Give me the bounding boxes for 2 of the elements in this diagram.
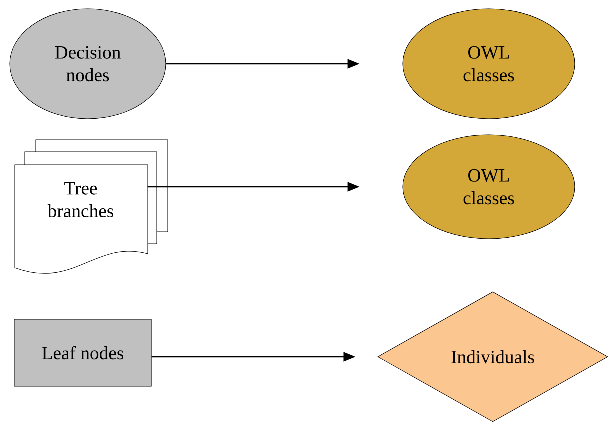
leaf-box: Leaf nodes (14, 319, 152, 387)
document-stack: Tree branches (14, 140, 168, 274)
